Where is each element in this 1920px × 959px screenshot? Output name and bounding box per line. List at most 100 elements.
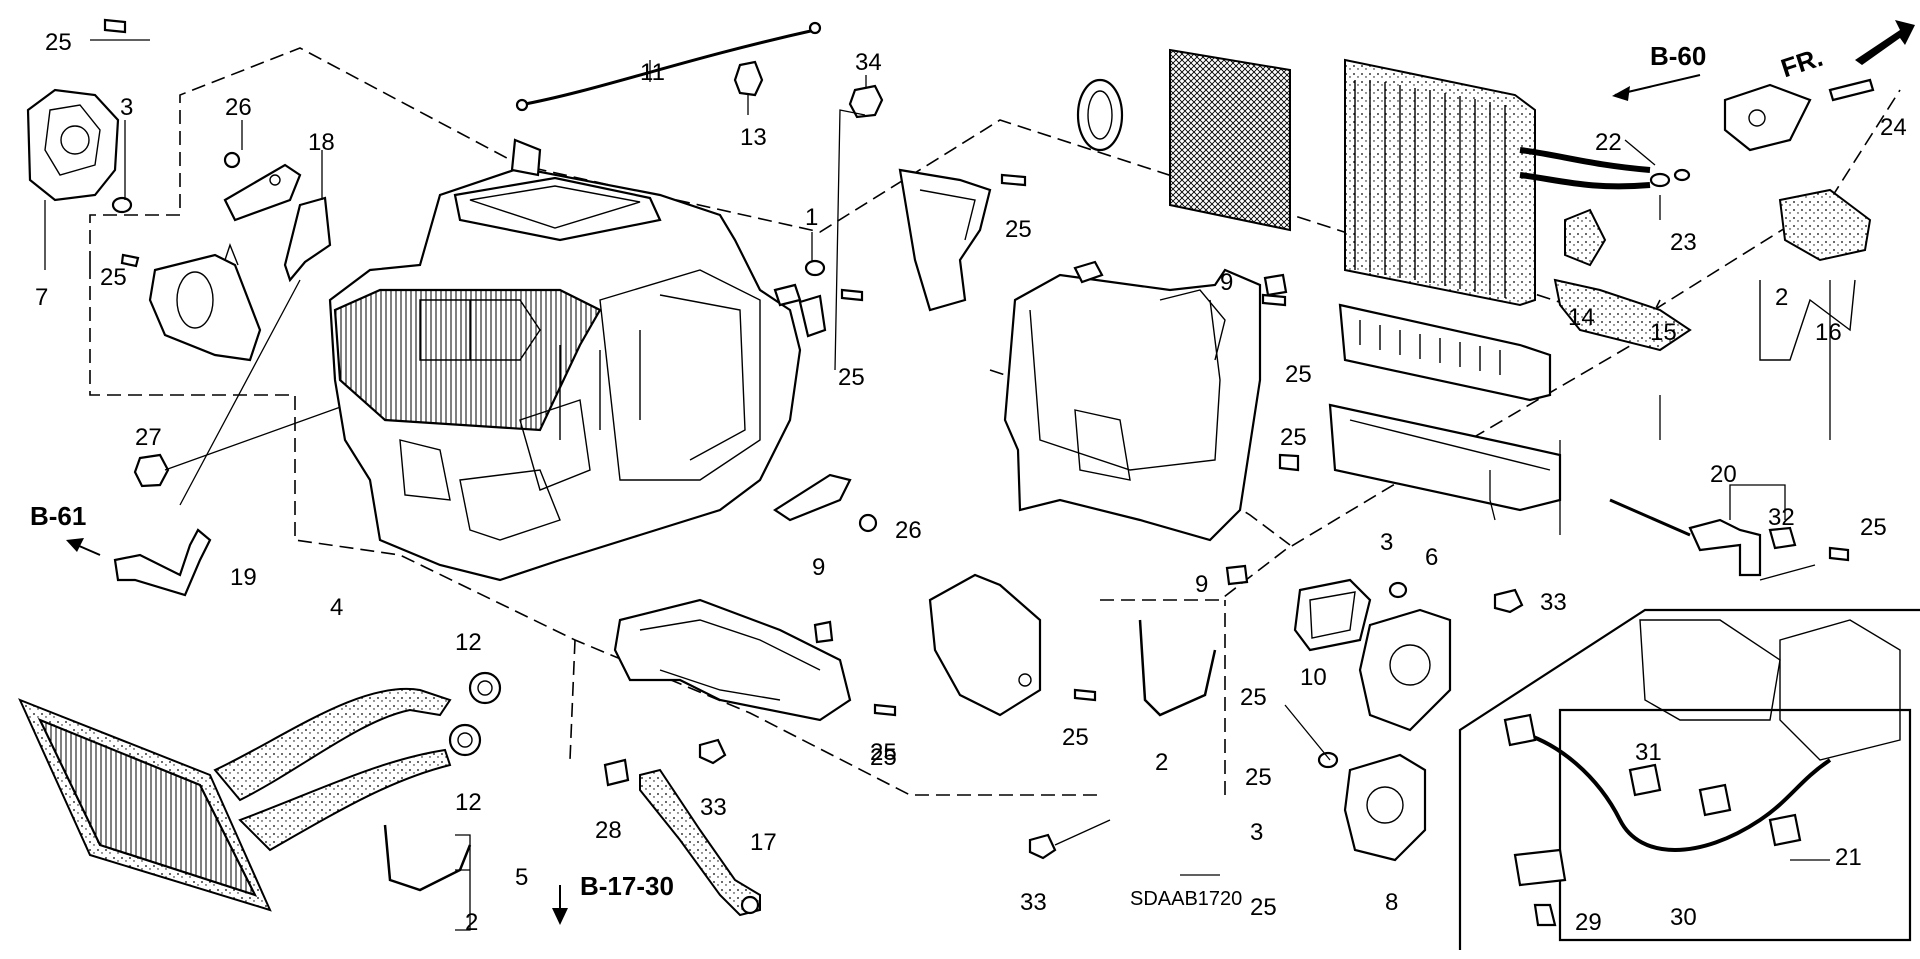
callout-10: 10 [1300,664,1327,691]
part-14-evaporator [1328,58,1562,512]
callout-9: 9 [812,554,825,581]
part-13-grommet [733,60,764,115]
callout-2: 2 [1775,284,1788,311]
callout-5: 5 [515,864,528,891]
ref-label-b60: B-60 [1650,41,1706,71]
part-20-sensor-rod [1609,484,1850,581]
callout-4: 4 [330,594,343,621]
callout-16: 16 [1815,319,1842,346]
callout-26: 26 [225,94,252,121]
ref-b60-arrow [1612,74,1701,101]
leader-lines [455,139,1831,931]
part-lower-duct [613,598,852,722]
callout-25: 25 [838,364,865,391]
part-11-cable [515,21,822,112]
part-28-clip [603,758,630,787]
callout-3: 3 [120,94,133,121]
part-3-washer [111,120,133,214]
callout-7: 7 [35,284,48,311]
callout-25: 25 [1062,724,1089,751]
callout-9: 9 [1220,269,1233,296]
callout-25: 25 [100,264,127,291]
callout-12: 12 [455,629,482,656]
callout-26: 26 [895,517,922,544]
part-8-actuator [1317,751,1427,862]
callout-14: 14 [1568,304,1595,331]
callout-25: 25 [1005,216,1032,243]
part-clips [773,283,827,338]
part-19-sensor-hose [113,528,212,597]
callout-12: 12 [455,789,482,816]
part-26-bracket [223,120,302,222]
callout-11: 11 [640,59,665,86]
callout-6: 6 [1425,544,1438,571]
callout-3: 3 [1380,529,1393,556]
part-17-drain-hose [639,768,761,917]
callout-25: 25 [1860,514,1887,541]
part-blower-case [1003,260,1262,542]
part-heater-core [18,687,452,912]
callout-30: 30 [1670,904,1697,931]
part-duct-cover [898,168,992,312]
callout-31: 31 [1635,739,1662,766]
part-10-resistor [1293,578,1372,652]
callout-25: 25 [1285,361,1312,388]
callout-25: 25 [1245,764,1272,791]
part-18-sensor [179,150,332,506]
part-27-nut [133,399,361,488]
part-4-heater-housing [328,138,802,582]
callout-25: 25 [45,29,72,56]
callout-9: 9 [1195,571,1208,598]
part-7-actuator [26,88,120,270]
part-12-grommets [448,671,502,757]
part-evaporator-pipes [1519,147,1691,190]
callout-labels: 25 3 7 26 18 25 27 B-61 19 4 11 13 34 1 … [30,29,1907,936]
front-indicator: FR. [1777,42,1826,83]
ref-b61-arrow [66,538,101,556]
callout-24: 24 [1880,114,1907,141]
ref-label-b1730: B-17-30 [580,871,674,901]
callout-2: 2 [465,909,478,936]
part-25-screw [90,18,150,41]
callout-18: 18 [308,129,335,156]
callout-33: 33 [700,794,727,821]
callout-1: 1 [805,204,818,231]
callout-15: 15 [1650,319,1677,346]
callout-27: 27 [135,424,162,451]
part-21-harness-box [1458,608,1920,950]
part-1-washer [804,232,826,277]
part-34-nut [834,75,884,371]
callout-28: 28 [595,817,622,844]
callout-32: 32 [1768,504,1795,531]
part-lower-bracket [928,573,1042,717]
callout-21: 21 [1835,844,1862,871]
callout-8: 8 [1385,889,1398,916]
part-6-actuator [1358,581,1452,732]
callout-34: 34 [855,49,882,76]
callout-25: 25 [1240,684,1267,711]
callout-33: 33 [1020,889,1047,916]
callout-25: 25 [1250,894,1277,921]
ref-label-b61: B-61 [30,501,86,531]
part-33-bolts [698,588,1524,860]
part-2-pipe [383,619,1217,892]
callout-25: 25 [1280,424,1307,451]
callout-19: 19 [230,564,257,591]
part-filter-seals [1076,48,1291,232]
ref-b1730-arrow [552,885,568,925]
callout-25: 25 [870,744,897,771]
callout-22: 22 [1595,129,1622,156]
callout-13: 13 [740,124,767,151]
part-side-duct [120,242,262,362]
callout-2: 2 [1155,749,1168,776]
part-9-clip [813,273,1288,644]
callout-20: 20 [1710,461,1737,488]
part-insulation [1553,188,1872,361]
diagram-code: SDAAB1720 [1130,888,1242,910]
callout-23: 23 [1670,229,1697,256]
callout-33: 33 [1540,589,1567,616]
part-26-link [772,473,878,533]
callout-25: 25 [870,739,897,766]
part-25-screws-center [840,173,1300,717]
